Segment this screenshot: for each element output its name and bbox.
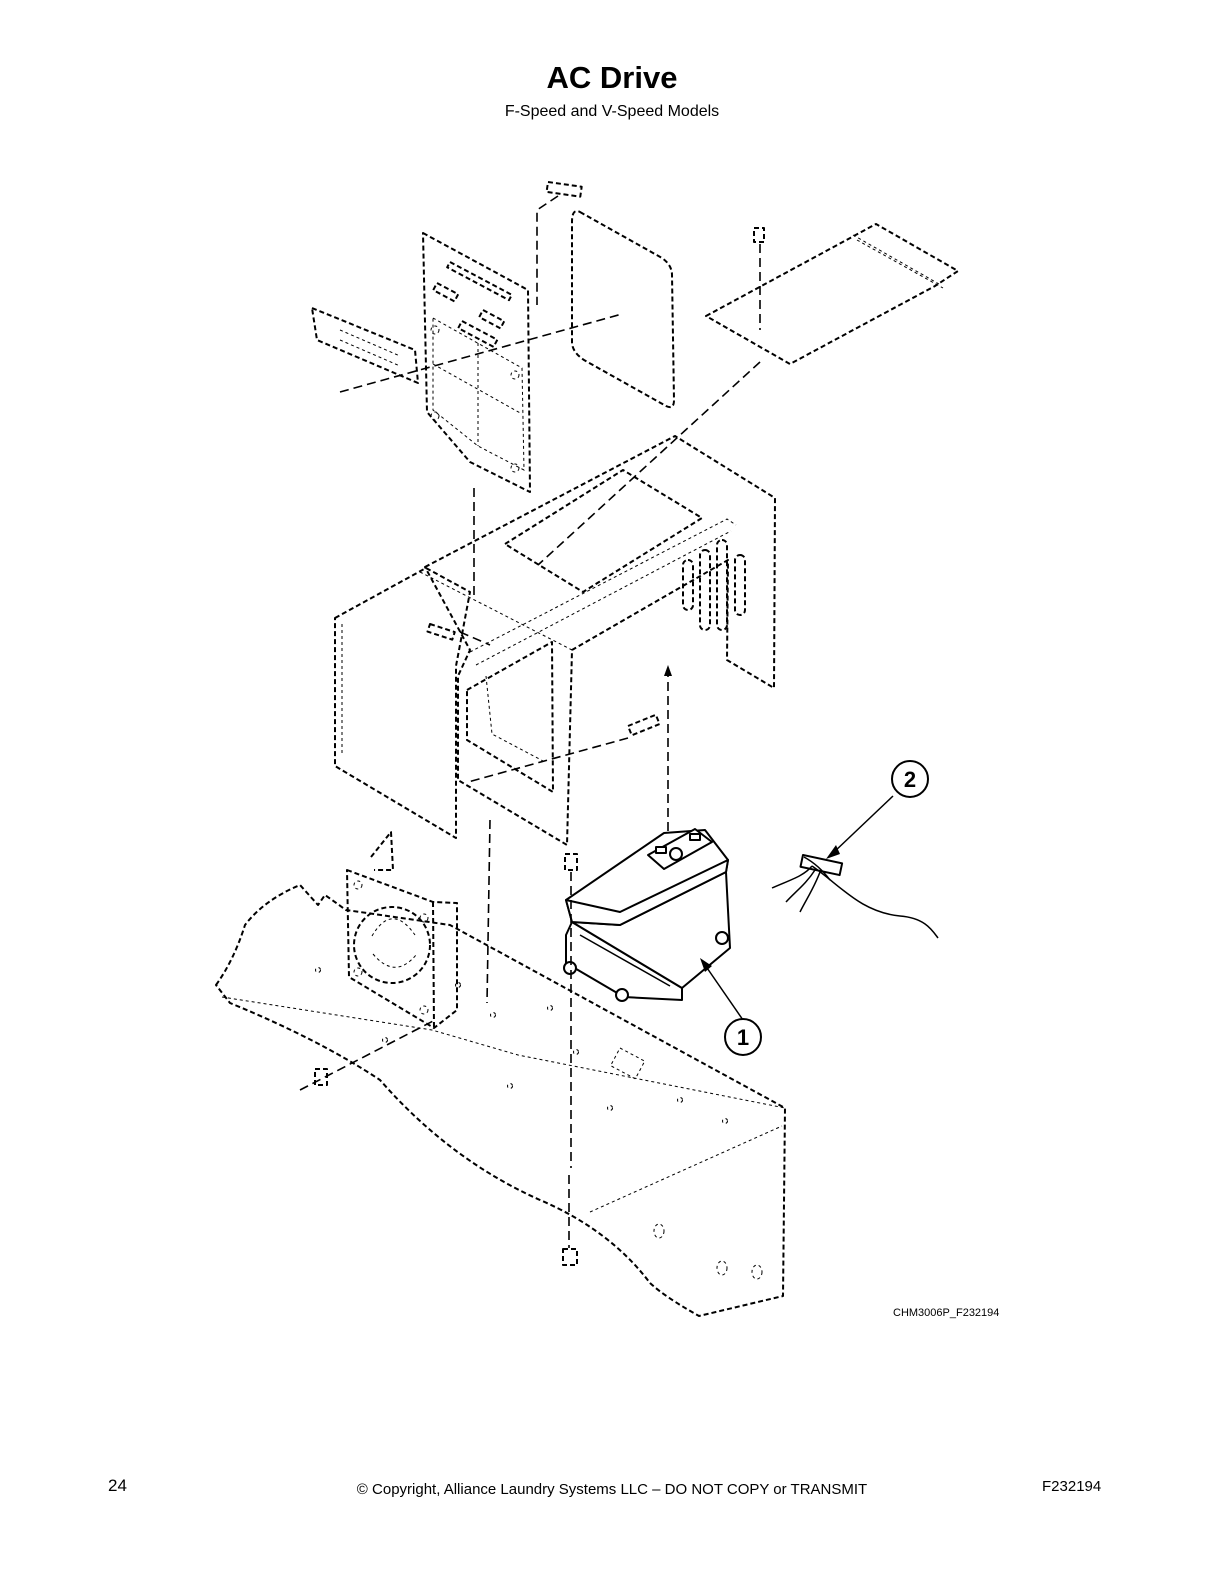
cooling-fan — [346, 831, 458, 1029]
heatsink-fins — [682, 539, 746, 631]
drive-screw — [564, 853, 578, 1168]
callout-2: 2 — [891, 760, 929, 798]
copyright-notice: © Copyright, Alliance Laundry Systems LL… — [356, 1481, 868, 1498]
page-title: AC Drive — [546, 60, 678, 95]
top-lid — [705, 223, 959, 365]
label-plate — [311, 307, 419, 384]
wire-harness — [771, 854, 939, 939]
mounting-bracket — [422, 232, 531, 493]
clip — [536, 181, 583, 305]
base-tray — [215, 884, 786, 1317]
cover-plate — [571, 210, 675, 409]
figure-id: CHM3006P_F232194 — [893, 1307, 1000, 1319]
ac-drive-unit — [563, 828, 731, 1002]
base-nut — [562, 1175, 578, 1266]
drive-enclosure — [334, 435, 776, 846]
callout-1: 1 — [724, 1018, 762, 1056]
lid-screw — [753, 227, 765, 330]
callout-1-label: 1 — [737, 1025, 749, 1050]
page-number: 24 — [108, 1476, 127, 1495]
fan-nut — [299, 1019, 436, 1091]
enclosure-screw-1 — [426, 623, 491, 646]
enclosure-screw-2 — [467, 713, 661, 783]
page-subtitle: F-Speed and V-Speed Models — [504, 103, 720, 120]
callout-2-label: 2 — [904, 767, 916, 792]
document-id: F232194 — [1042, 1478, 1102, 1495]
